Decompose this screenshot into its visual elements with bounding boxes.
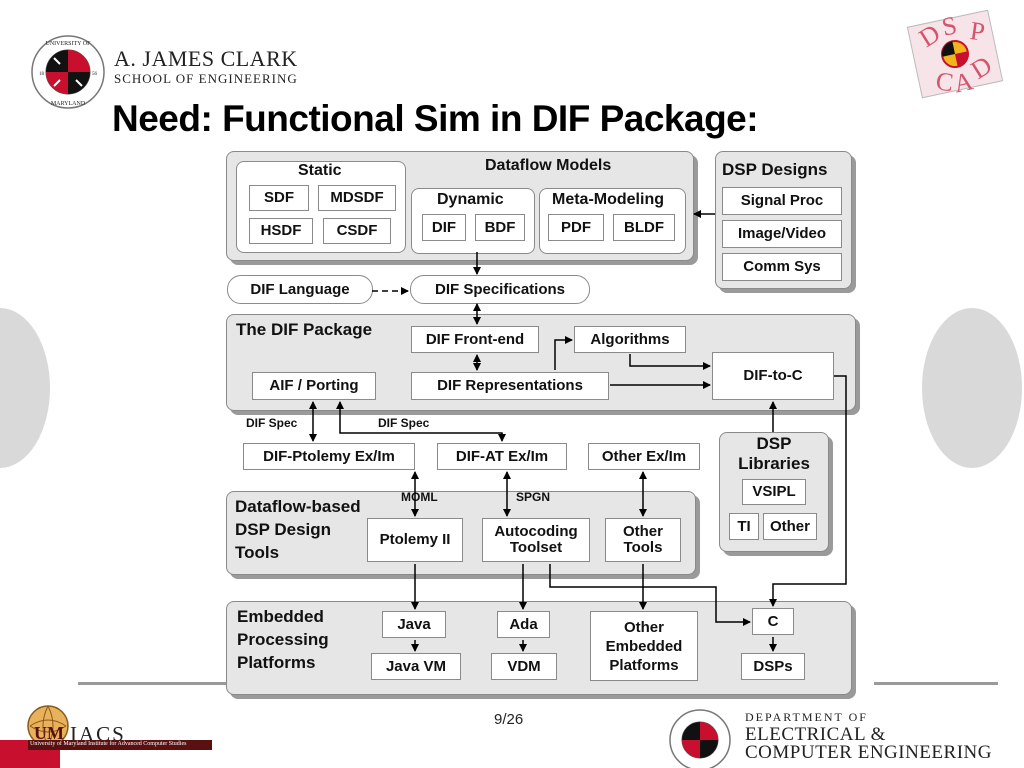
moml-label: MOML xyxy=(401,490,438,504)
other-tools-box: Other Tools xyxy=(605,518,681,562)
seal-bottom-text: MARYLAND xyxy=(51,101,86,107)
dif-spec-label-left: DIF Spec xyxy=(246,416,298,430)
spgn-label: SPGN xyxy=(516,490,551,504)
dataflow-models-title: Dataflow Models xyxy=(485,157,612,174)
image-video-box: Image/Video xyxy=(722,220,842,248)
meta-modeling-title: Meta-Modeling xyxy=(552,191,664,208)
department-name-line1: ELECTRICAL & xyxy=(745,724,886,745)
department-label: DEPARTMENT OF xyxy=(745,710,868,724)
right-decor-circle xyxy=(922,308,1022,468)
dif-front-end-box: DIF Front-end xyxy=(411,326,539,353)
footer-rule-left xyxy=(78,682,226,685)
seal-year-right: 56 xyxy=(92,72,98,77)
slide-title: Need: Functional Sim in DIF Package: xyxy=(112,98,759,139)
svg-text:S: S xyxy=(939,10,959,41)
dynamic-title: Dynamic xyxy=(437,191,504,208)
c-box: C xyxy=(752,608,794,635)
aif-porting-box: AIF / Porting xyxy=(252,372,376,400)
comm-sys-box: Comm Sys xyxy=(722,253,842,281)
static-title: Static xyxy=(298,162,342,179)
umd-seal-logo: UNIVERSITY OF MARYLAND 18 56 xyxy=(31,35,105,109)
bdf-box: BDF xyxy=(475,214,525,241)
umiacs-sub-bar xyxy=(28,740,212,750)
dif-representations-box: DIF Representations xyxy=(411,372,609,400)
dsps-box: DSPs xyxy=(741,653,805,680)
design-tools-title: Dataflow-based DSP Design Tools xyxy=(235,497,361,562)
bldf-box: BLDF xyxy=(613,214,675,241)
other-embedded-platforms-box: Other Embedded Platforms xyxy=(590,611,698,681)
page-number: 9/26 xyxy=(494,711,524,728)
svg-text:P: P xyxy=(968,16,986,47)
dif-to-c-box: DIF-to-C xyxy=(712,352,834,400)
dsp-designs-title: DSP Designs xyxy=(722,160,828,179)
csdf-box: CSDF xyxy=(323,218,391,244)
umiacs-globe-icon xyxy=(27,705,69,747)
mdsdf-box: MDSDF xyxy=(318,185,396,211)
vsipl-box: VSIPL xyxy=(742,479,806,505)
signal-proc-box: Signal Proc xyxy=(722,187,842,215)
dspcad-logo: D S P C A D xyxy=(906,9,1004,98)
algorithms-box: Algorithms xyxy=(574,326,686,353)
dif-specifications-box: DIF Specifications xyxy=(410,275,590,304)
footer-rule-right xyxy=(874,682,998,685)
dif-ptolemy-exim-box: DIF-Ptolemy Ex/Im xyxy=(243,443,415,470)
svg-text:C: C xyxy=(934,66,955,97)
school-subtitle: SCHOOL OF ENGINEERING xyxy=(114,71,298,86)
ptolemy-ii-box: Ptolemy II xyxy=(367,518,463,562)
dif-box: DIF xyxy=(422,214,466,241)
hsdf-box: HSDF xyxy=(249,218,313,244)
vdm-box: VDM xyxy=(491,653,557,680)
ti-box: TI xyxy=(729,513,759,540)
seal-top-text: UNIVERSITY OF xyxy=(46,41,92,47)
pdf-box: PDF xyxy=(548,214,604,241)
umiacs-subtitle: University of Maryland Institute for Adv… xyxy=(30,741,187,747)
umd-seal-bottom-logo xyxy=(669,709,731,768)
ada-box: Ada xyxy=(497,611,550,638)
dif-at-exim-box: DIF-AT Ex/Im xyxy=(437,443,567,470)
java-box: Java xyxy=(382,611,446,638)
platforms-title: Embedded Processing Platforms xyxy=(237,607,329,672)
school-name: A. JAMES CLARK xyxy=(114,46,298,71)
department-name-line2: COMPUTER ENGINEERING xyxy=(745,742,992,763)
other-exim-box: Other Ex/Im xyxy=(588,443,700,470)
dif-language-box: DIF Language xyxy=(227,275,373,304)
dsp-libraries-title: DSP Libraries xyxy=(738,434,810,473)
dif-package-title: The DIF Package xyxy=(236,320,373,339)
umiacs-um-letters: UM xyxy=(34,723,64,743)
autocoding-toolset-box: Autocoding Toolset xyxy=(482,518,590,562)
other-library-box: Other xyxy=(763,513,817,540)
seal-year-left: 18 xyxy=(39,72,45,77)
java-vm-box: Java VM xyxy=(371,653,461,680)
sdf-box: SDF xyxy=(249,185,309,211)
